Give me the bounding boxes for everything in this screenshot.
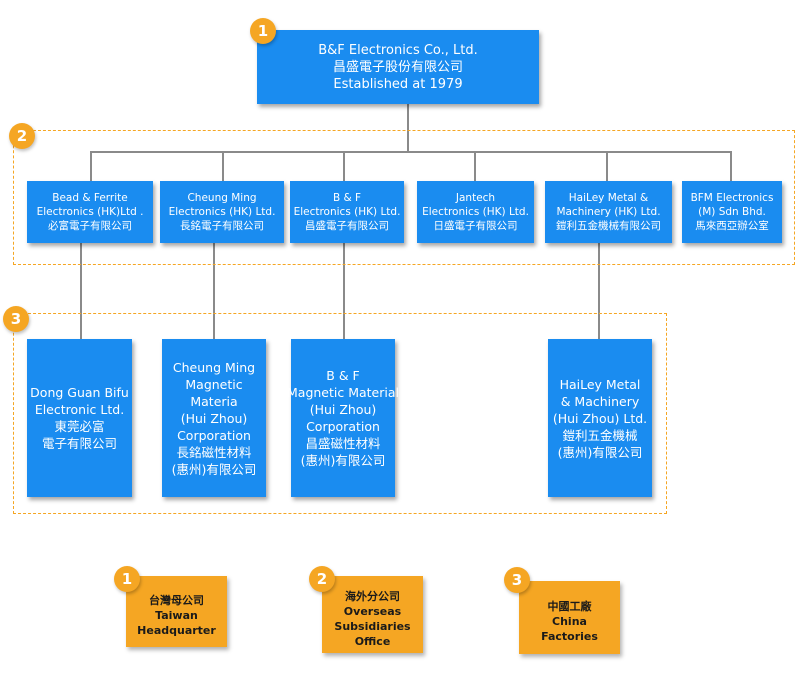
headquarter-box: B&F Electronics Co., Ltd. 昌盛電子股份有限公司 Est… bbox=[257, 30, 539, 104]
factory-line: Magnetic bbox=[185, 376, 243, 392]
subsidiary-line: Electronics (HK) Ltd. bbox=[422, 206, 529, 218]
subsidiary-box: Bead & Ferrite Electronics (HK)Ltd . 必富電… bbox=[27, 181, 153, 243]
subsidiary-line: HaiLey Metal & bbox=[568, 192, 649, 204]
factory-line: Materia bbox=[190, 393, 238, 409]
factory-line: Magnetic Material bbox=[287, 385, 399, 400]
factory-line: 東莞必富 bbox=[54, 419, 105, 434]
factory-line: (惠州)有限公司 bbox=[557, 444, 643, 460]
subsidiary-line: Electronics (HK) Ltd. bbox=[168, 206, 276, 218]
legend-label: 海外分公司 bbox=[345, 589, 400, 603]
factory-line: B & F bbox=[326, 368, 360, 383]
connector-sub-4 bbox=[474, 151, 476, 181]
factory-box: Dong Guan Bifu Electronic Ltd. 東莞必富 電子有限… bbox=[27, 339, 132, 497]
legend-label: China bbox=[552, 615, 587, 628]
connector-tier2-bus bbox=[90, 151, 732, 153]
subsidiary-line: Machinery (HK) Ltd. bbox=[556, 206, 661, 218]
subsidiary-line: B & F bbox=[332, 192, 362, 204]
factory-line: Cheung Ming bbox=[172, 359, 256, 375]
subsidiary-line: Electronics (HK) Ltd. bbox=[293, 206, 401, 218]
factory-line: (Hui Zhou) bbox=[180, 410, 248, 426]
headquarter-name-en: B&F Electronics Co., Ltd. bbox=[318, 42, 478, 58]
factory-line: (Hui Zhou) bbox=[309, 402, 377, 417]
factory-line: (惠州)有限公司 bbox=[171, 461, 257, 477]
legend-china-factories: 中國工廠 China Factories bbox=[519, 581, 620, 654]
factory-line: Corporation bbox=[306, 419, 380, 434]
tier-1-badge: 1 bbox=[250, 18, 276, 44]
connector-sub-2 bbox=[222, 151, 224, 181]
subsidiary-box: B & F Electronics (HK) Ltd. 昌盛電子有限公司 bbox=[290, 181, 404, 243]
connector-factory-2 bbox=[213, 243, 215, 339]
factories-group bbox=[13, 313, 667, 514]
subsidiary-line: 長銘電子有限公司 bbox=[180, 220, 264, 232]
tier-3-badge: 3 bbox=[3, 306, 29, 332]
legend-taiwan-headquarter: 台灣母公司 Taiwan Headquarter bbox=[126, 576, 227, 647]
legend-label: Overseas bbox=[343, 604, 402, 618]
subsidiary-line: 昌盛電子有限公司 bbox=[305, 220, 389, 232]
subsidiary-box: HaiLey Metal & Machinery (HK) Ltd. 鎧利五金機… bbox=[545, 181, 672, 243]
subsidiary-line: 鎧利五金機械有限公司 bbox=[556, 220, 661, 232]
factory-line: Dong Guan Bifu bbox=[30, 385, 129, 400]
factory-box: Cheung Ming Magnetic Materia (Hui Zhou) … bbox=[162, 339, 266, 497]
subsidiary-box: BFM Electronics (M) Sdn Bhd. 馬來西亞辦公室 bbox=[682, 181, 782, 243]
legend-label: 中國工廠 bbox=[547, 600, 592, 613]
factory-line: (Hui Zhou) Ltd. bbox=[552, 410, 648, 426]
headquarter-established: Established at 1979 bbox=[333, 76, 463, 92]
factory-line: & Machinery bbox=[560, 393, 640, 409]
legend-2-badge: 2 bbox=[309, 566, 335, 592]
subsidiary-line: Jantech bbox=[455, 192, 496, 204]
factory-line: 昌盛磁性材料 bbox=[305, 436, 381, 451]
subsidiary-line: Electronics (HK)Ltd . bbox=[36, 206, 144, 218]
connector-sub-3 bbox=[343, 151, 345, 181]
factory-box: HaiLey Metal & Machinery (Hui Zhou) Ltd.… bbox=[548, 339, 652, 497]
connector-factory-1 bbox=[80, 243, 82, 339]
subsidiary-box: Jantech Electronics (HK) Ltd. 日盛電子有限公司 bbox=[417, 181, 534, 243]
headquarter-name-zh: 昌盛電子股份有限公司 bbox=[332, 59, 463, 75]
factory-line: Corporation bbox=[177, 427, 251, 443]
subsidiary-line: 馬來西亞辦公室 bbox=[695, 220, 769, 232]
connector-factory-3 bbox=[343, 243, 345, 339]
subsidiary-line: 日盛電子有限公司 bbox=[433, 220, 518, 232]
factory-line: 電子有限公司 bbox=[41, 436, 117, 451]
legend-label: Office bbox=[354, 634, 391, 648]
factory-line: 鎧利五金機械 bbox=[562, 427, 638, 443]
subsidiary-box: Cheung Ming Electronics (HK) Ltd. 長銘電子有限… bbox=[160, 181, 284, 243]
subsidiary-line: Bead & Ferrite bbox=[52, 192, 128, 204]
connector-sub-1 bbox=[90, 151, 92, 181]
subsidiary-line: BFM Electronics bbox=[690, 192, 774, 204]
connector-factory-4 bbox=[598, 243, 600, 339]
subsidiary-line: 必富電子有限公司 bbox=[48, 220, 132, 232]
legend-label: Factories bbox=[541, 630, 598, 643]
subsidiary-line: (M) Sdn Bhd. bbox=[698, 206, 766, 218]
factory-line: 長銘磁性材料 bbox=[176, 444, 252, 460]
legend-3-badge: 3 bbox=[504, 567, 530, 593]
factory-line: Electronic Ltd. bbox=[34, 402, 125, 417]
tier-2-badge: 2 bbox=[9, 123, 35, 149]
legend-1-badge: 1 bbox=[114, 566, 140, 592]
connector-sub-5 bbox=[606, 151, 608, 181]
factory-box: B & F Magnetic Material (Hui Zhou) Corpo… bbox=[287, 339, 399, 497]
connector-sub-6 bbox=[730, 151, 732, 181]
factory-line: HaiLey Metal bbox=[559, 376, 641, 392]
legend-label: Taiwan bbox=[155, 609, 198, 622]
factory-line: (惠州)有限公司 bbox=[300, 453, 386, 468]
legend-label: 台灣母公司 bbox=[149, 594, 204, 607]
subsidiaries-group bbox=[13, 130, 795, 265]
subsidiary-line: Cheung Ming bbox=[187, 192, 257, 204]
connector-hq-down bbox=[407, 104, 409, 152]
legend-label: Subsidiaries bbox=[334, 619, 411, 633]
legend-overseas-subsidiaries: 海外分公司 Overseas Subsidiaries Office bbox=[322, 576, 423, 653]
legend-label: Headquarter bbox=[137, 624, 216, 637]
